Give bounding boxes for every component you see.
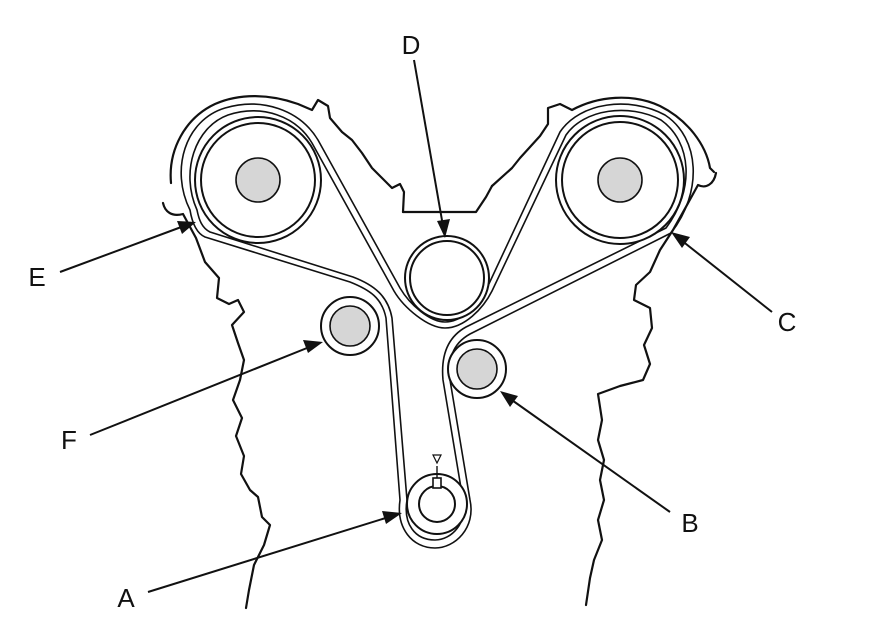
leader-d-arrowhead bbox=[437, 219, 450, 238]
leader-f bbox=[89, 345, 313, 436]
leader-a bbox=[147, 515, 393, 593]
cover-right bbox=[490, 96, 716, 188]
left-idler-pulley bbox=[320, 296, 380, 356]
right-idler-pulley bbox=[447, 339, 507, 399]
label-d: D bbox=[402, 30, 421, 60]
timing-mark-triangle-icon bbox=[432, 454, 442, 465]
right-idler-pulley-hub bbox=[456, 348, 498, 390]
right-camshaft-pulley bbox=[555, 115, 685, 245]
right-camshaft-hub bbox=[597, 157, 643, 203]
crankshaft-pulley bbox=[406, 454, 468, 535]
engine-block-outline bbox=[161, 171, 718, 610]
engine-block-left-edge bbox=[161, 201, 272, 610]
leader-e-arrowhead bbox=[177, 221, 196, 234]
leader-b-arrowhead bbox=[500, 391, 518, 407]
engine-block-right-edge bbox=[584, 171, 718, 607]
callout-labels: A B C D E F bbox=[28, 30, 796, 613]
leader-a-arrowhead bbox=[382, 511, 402, 524]
leader-e bbox=[59, 225, 185, 273]
label-a: A bbox=[117, 583, 135, 613]
label-c: C bbox=[778, 307, 797, 337]
label-f: F bbox=[61, 425, 77, 455]
crankshaft-key bbox=[432, 477, 442, 489]
left-camshaft-hub bbox=[235, 157, 281, 203]
leader-f-arrowhead bbox=[303, 340, 323, 353]
leader-b bbox=[508, 397, 671, 513]
cover-left bbox=[169, 95, 406, 214]
callout-leaders bbox=[59, 59, 773, 593]
left-idler-pulley-hub bbox=[329, 305, 371, 347]
left-camshaft-pulley bbox=[194, 116, 322, 244]
center-pulley-face bbox=[409, 240, 485, 316]
label-b: B bbox=[681, 508, 698, 538]
center-cover-line bbox=[401, 184, 494, 214]
leader-d bbox=[413, 59, 444, 227]
crankshaft-pulley-inner bbox=[418, 485, 456, 523]
label-e: E bbox=[28, 262, 45, 292]
leader-c-arrowhead bbox=[671, 232, 690, 248]
timing-belt-outer bbox=[180, 103, 695, 549]
leader-c bbox=[680, 239, 773, 313]
timing-belt-cover bbox=[169, 95, 716, 214]
center-pulley bbox=[404, 235, 490, 321]
